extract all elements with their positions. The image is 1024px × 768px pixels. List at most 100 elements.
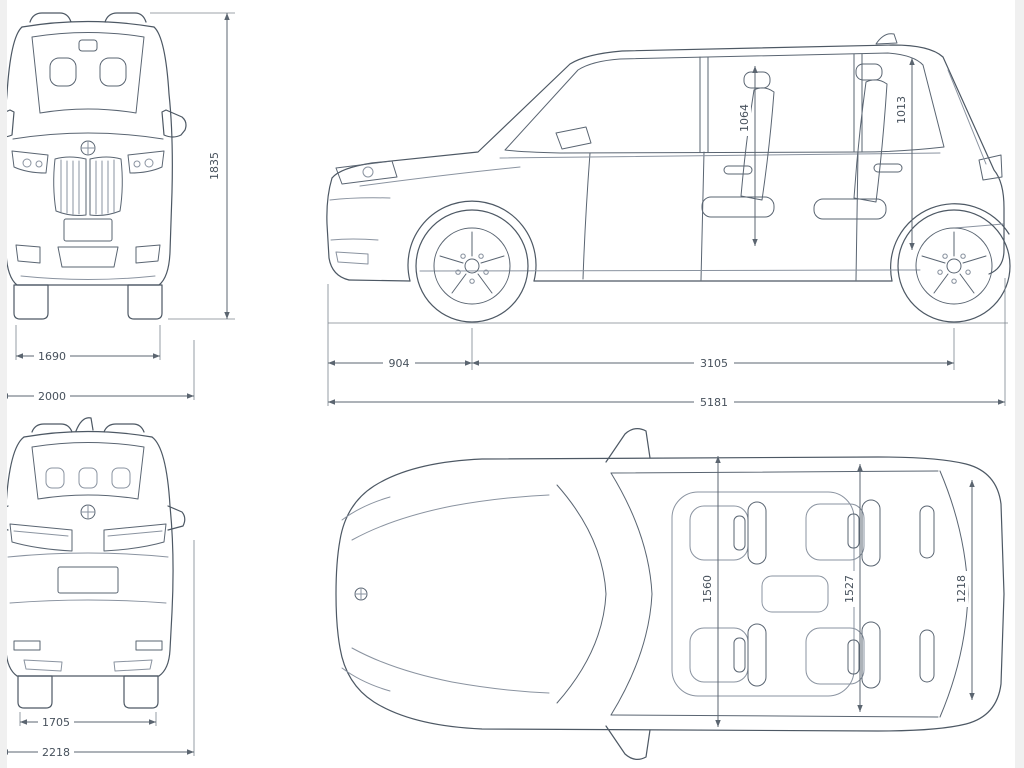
top-front-seat-backrest-right — [747, 623, 767, 687]
side-mirror — [555, 126, 592, 150]
side-pillars — [699, 53, 863, 153]
label-bg — [894, 92, 908, 128]
front-overhang-label-group: 904 — [383, 356, 415, 370]
top-front-seat-headrest-right — [733, 637, 746, 673]
rear-width-inner-label: 1705 — [42, 716, 70, 729]
side-front-seat-backrest — [740, 87, 775, 201]
side-rear-seat-headrest — [855, 63, 883, 81]
front-side-mirrors — [0, 109, 187, 138]
dimension-overall-height: 1835 — [150, 12, 235, 320]
rear-reflector-left — [13, 640, 41, 651]
side-rear-wheel — [897, 209, 1011, 323]
top-second-row-backrest-left — [861, 499, 881, 567]
wheelbase-label: 3105 — [700, 357, 728, 370]
front-headrest-left — [49, 57, 77, 87]
rear-roundel-cross — [80, 504, 96, 520]
top-third-row-backrest-right — [919, 629, 935, 683]
dimension-length-group: 904 3105 5181 — [327, 278, 1006, 409]
dimension-headroom-rear: 1013 — [894, 58, 915, 250]
rim — [915, 227, 993, 305]
tire — [415, 209, 529, 323]
label-bg — [700, 571, 714, 607]
front-headlights — [11, 150, 165, 174]
overall-length-label: 5181 — [700, 396, 728, 409]
left-margin-band — [0, 0, 7, 768]
dimension-rear-width-inner: 1705 — [19, 712, 157, 729]
headroom-rear-label: 1013 — [895, 96, 908, 124]
side-door-handle-rear — [873, 163, 903, 173]
side-rear-seat-backrest — [853, 79, 888, 203]
rear-exhaust-trims — [23, 659, 153, 672]
front-width-inner-label: 1690 — [38, 350, 66, 363]
side-rear-seat-cushion — [813, 198, 887, 220]
side-hatch-lines — [947, 69, 1004, 229]
hub — [946, 258, 962, 274]
side-wheel-arches — [407, 200, 1010, 282]
side-upper-outline — [331, 44, 1005, 275]
top-third-row-backrest-left — [919, 505, 935, 559]
label-bg — [954, 571, 968, 607]
front-headlight-lens-rl — [133, 160, 141, 168]
dimension-shoulder-rear: 1218 — [954, 480, 975, 700]
dimension-shoulder-front: 1560 — [700, 456, 721, 727]
dimension-shoulder-middle: 1527 — [842, 464, 863, 712]
rear-wheels — [17, 675, 159, 709]
rear-width-outer-label-group: 2218 — [38, 745, 74, 759]
front-kidney-grille — [53, 156, 123, 216]
label-bg — [694, 356, 734, 370]
top-roof-edges — [610, 470, 939, 718]
bolt-circle — [937, 253, 971, 284]
height-label-group: 1835 — [207, 148, 221, 184]
label-bg — [842, 571, 856, 607]
front-headrest-right — [99, 57, 127, 87]
rear-width-outer-extensions — [0, 540, 195, 756]
wheelbase-label-group: 3105 — [694, 356, 734, 370]
rear-width-outer-label: 2218 — [42, 746, 70, 759]
headroom-rear-label-group: 1013 — [894, 92, 908, 128]
label-bg — [38, 715, 74, 729]
top-second-row-cushion-right — [805, 627, 865, 685]
rear-window-headrest-2 — [78, 467, 98, 489]
spokes — [439, 231, 505, 294]
rim — [433, 227, 511, 305]
front-overhang-label: 904 — [389, 357, 410, 370]
side-view-drawing — [326, 33, 1011, 324]
spokes — [921, 231, 987, 294]
front-windshield — [31, 32, 145, 114]
rear-width-inner-label-group: 1705 — [38, 715, 74, 729]
label-bg — [694, 395, 734, 409]
shoulder-middle-label: 1527 — [843, 575, 856, 603]
tire — [897, 209, 1011, 323]
rear-license-plate — [57, 566, 119, 594]
side-body-creases — [359, 166, 921, 272]
side-rocker — [348, 279, 893, 282]
bolt-circle — [455, 253, 489, 284]
side-front-bumper-lines — [329, 197, 391, 265]
rear-reflector-right — [135, 640, 163, 651]
shoulder-rear-label-group: 1218 — [954, 571, 968, 607]
side-glazing — [504, 52, 945, 154]
front-rearview-mirror — [78, 39, 98, 52]
front-headlight-lens-lr — [35, 160, 43, 168]
front-view-drawing — [0, 12, 187, 320]
top-sunroof — [671, 491, 855, 697]
top-front-seat-backrest-left — [747, 501, 767, 565]
label-bg — [34, 389, 70, 403]
side-beltline — [499, 152, 941, 159]
rear-roof-rails-fin — [23, 417, 153, 438]
front-bumper-intakes — [15, 244, 161, 268]
rear-body-outline — [2, 436, 174, 677]
width-inner-label-group: 1690 — [34, 349, 70, 363]
dimension-headroom-front: 1064 — [737, 66, 758, 246]
top-second-row-cushion-left — [805, 503, 865, 561]
top-front-seat-cushion-left — [689, 505, 749, 561]
shoulder-front-label: 1560 — [701, 575, 714, 603]
front-license-plate — [63, 218, 113, 242]
top-view-drawing — [335, 428, 1005, 760]
side-taillight — [978, 154, 1003, 181]
front-headlight-lens-rr — [144, 158, 154, 168]
rear-tailgate-seams — [7, 552, 169, 604]
width-outer-label-group: 2000 — [34, 389, 70, 403]
